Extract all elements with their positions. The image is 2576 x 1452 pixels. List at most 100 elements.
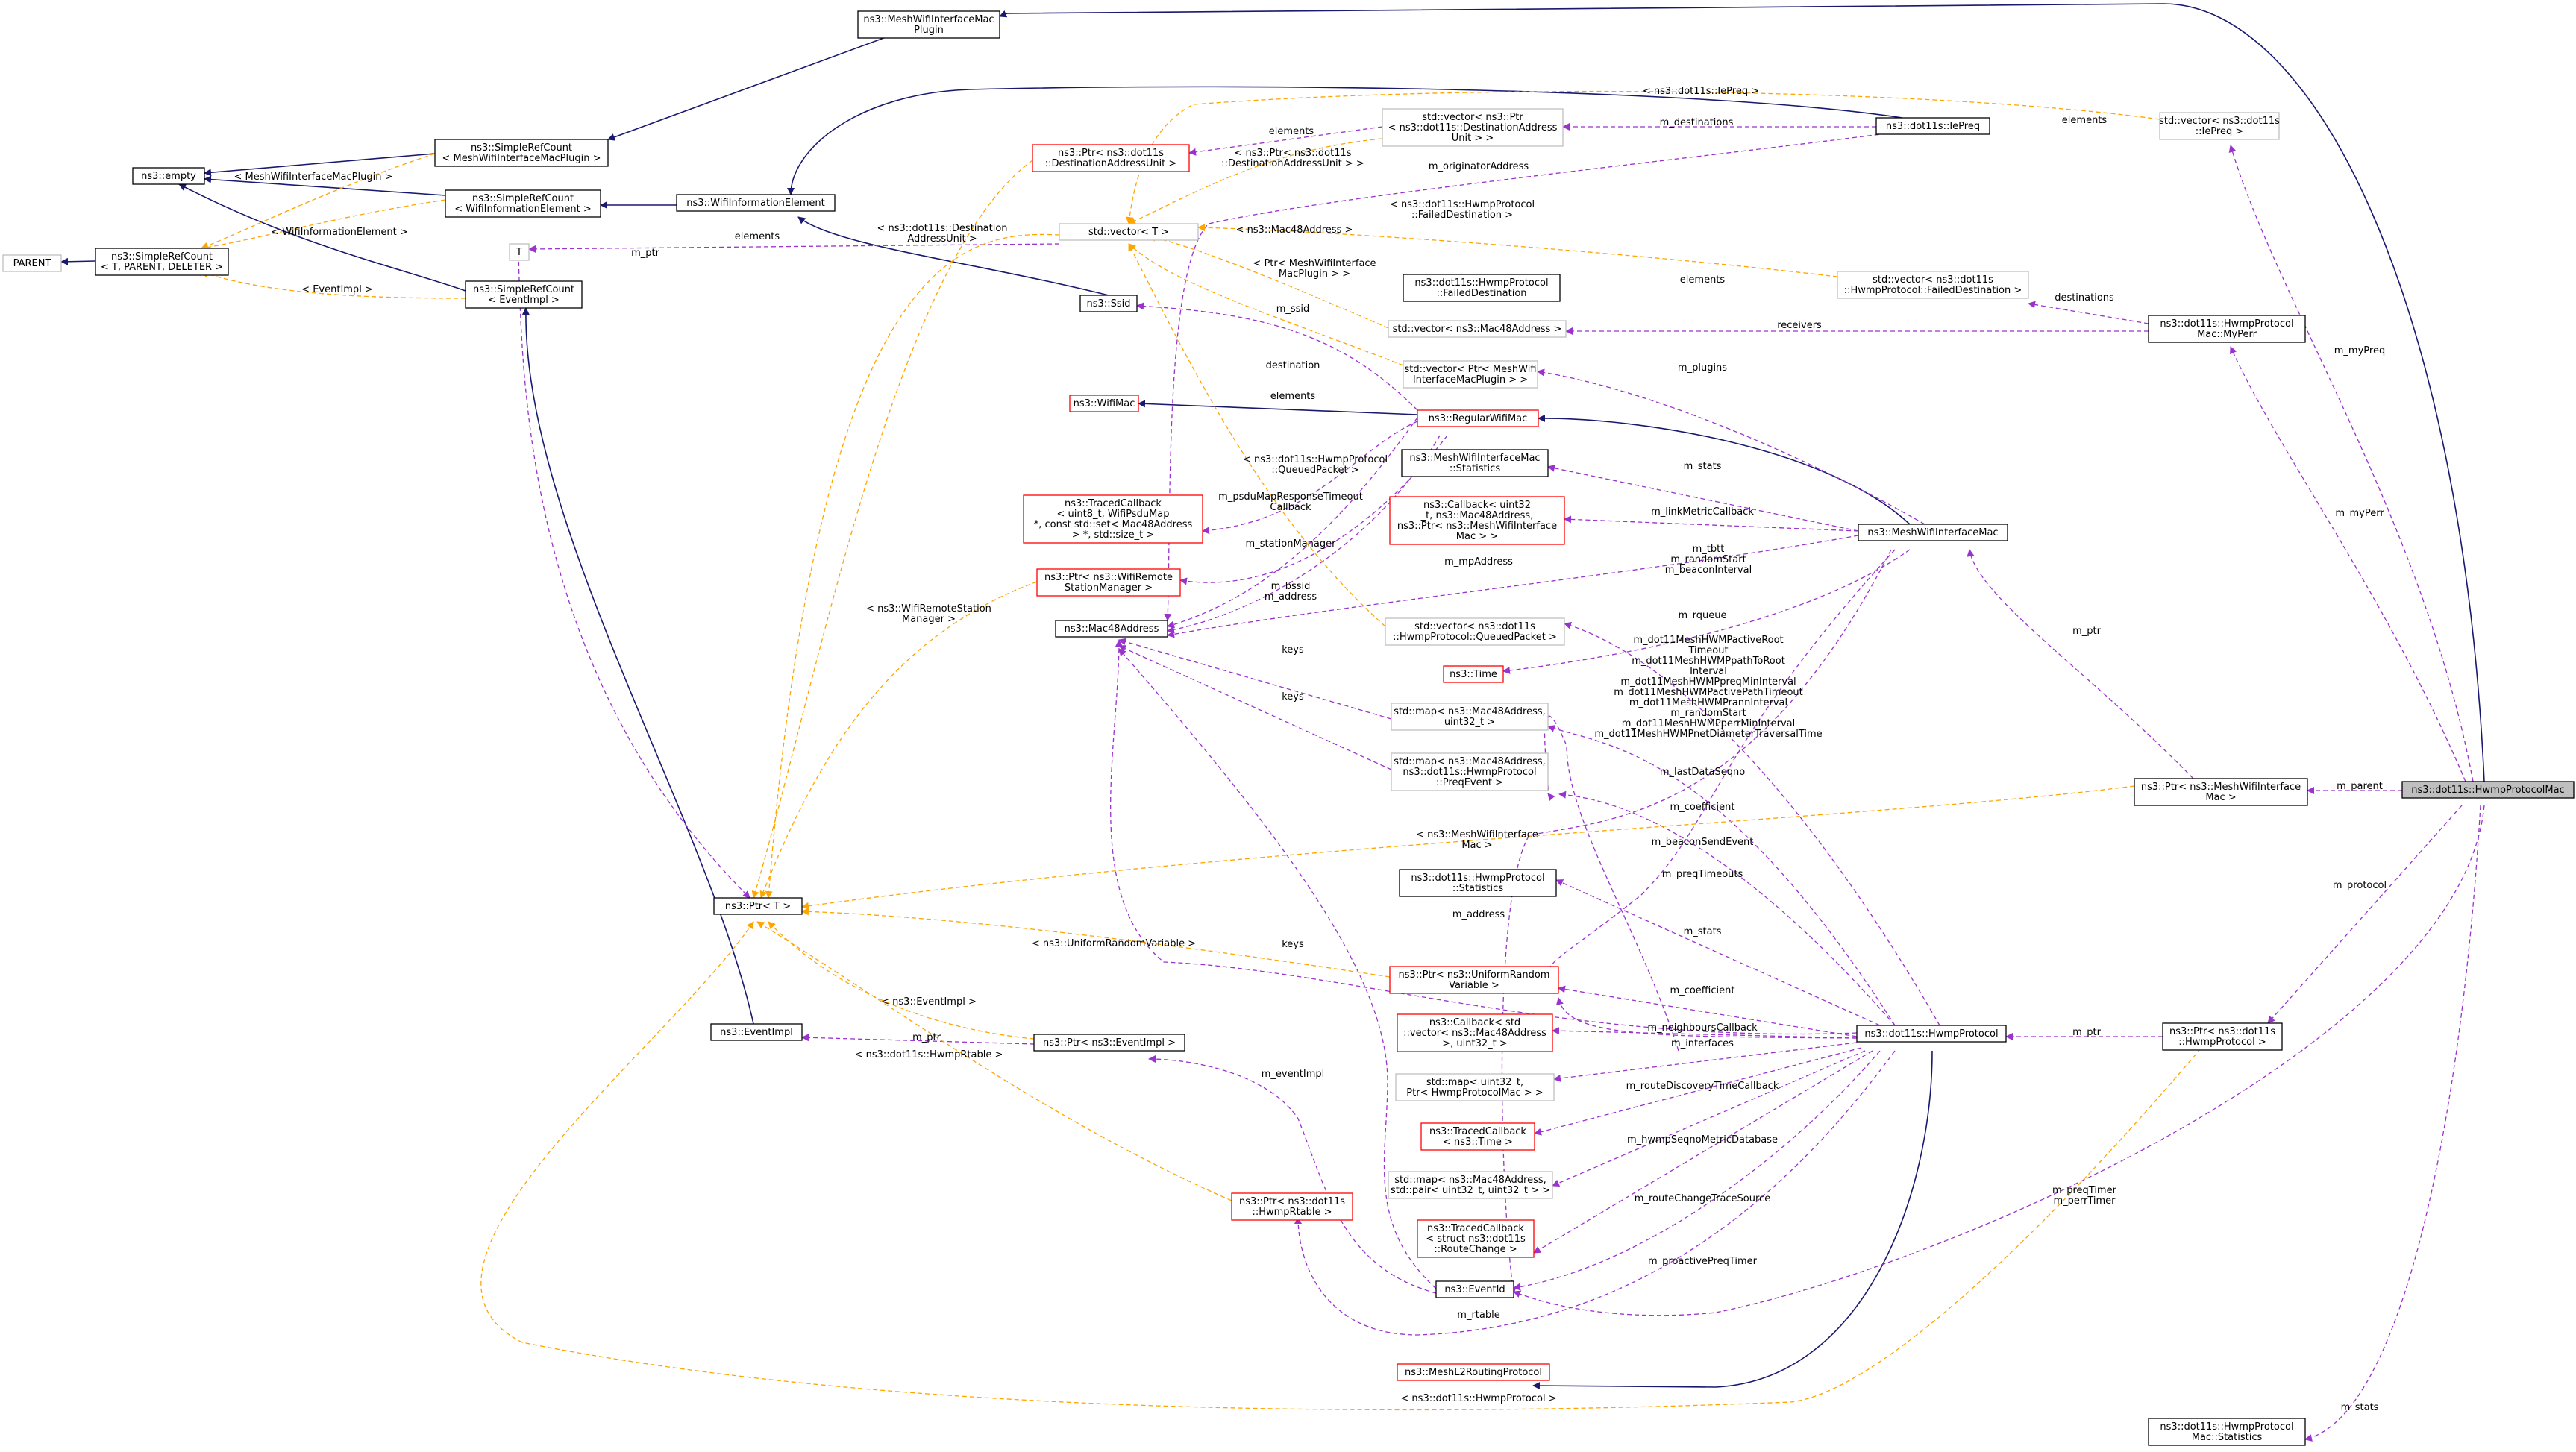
node-vecQueued[interactable]: std::vector< ns3::dot11s::HwmpProtocol::… xyxy=(1385,617,1565,646)
node-ptrT[interactable]: ns3::Ptr< T > xyxy=(713,897,803,915)
node-label-wifimac: ns3::WifiMac xyxy=(1074,398,1135,409)
node-label-protocolmac: ns3::dot11s::HwmpProtocolMac xyxy=(2411,785,2564,796)
node-wifimac[interactable]: ns3::WifiMac xyxy=(1069,395,1139,412)
node-empty[interactable]: ns3::empty xyxy=(132,167,205,185)
node-cbNeigh[interactable]: ns3::Callback< std::vector< ns3::Mac48Ad… xyxy=(1397,1013,1553,1052)
node-label-cbLink: ns3::Ptr< ns3::MeshWifiInterface xyxy=(1397,521,1557,532)
node-srcEvent[interactable]: ns3::SimpleRefCount< EventImpl > xyxy=(465,280,583,309)
node-wie[interactable]: ns3::WifiInformationElement xyxy=(676,194,836,212)
node-label-meshmac: ns3::MeshWifiInterfaceMac xyxy=(1867,527,1998,538)
edge-label-m_myPerr: m_myPerr xyxy=(2335,508,2384,519)
node-srcT[interactable]: ns3::SimpleRefCount< T, PARENT, DELETER … xyxy=(95,248,229,276)
node-tracedTime[interactable]: ns3::TracedCallback< ns3::Time > xyxy=(1420,1122,1535,1151)
node-box-protocolmac xyxy=(2401,781,2575,799)
node-srcWie[interactable]: ns3::SimpleRefCount< WifiInformationElem… xyxy=(445,189,601,218)
edge-15 xyxy=(1164,126,1939,621)
edge-56 xyxy=(801,1034,1035,1045)
node-mapU32[interactable]: std::map< ns3::Mac48Address,uint32_t > xyxy=(1391,703,1549,731)
edge-24 xyxy=(1547,464,1859,532)
node-label-srcT: < T, PARENT, DELETER > xyxy=(101,262,223,273)
node-vecT[interactable]: std::vector< T > xyxy=(1059,223,1199,241)
edge-layer xyxy=(60,3,2485,1442)
edge-59 xyxy=(518,254,750,899)
node-label-plugin: ns3::MeshWifiInterfaceMac xyxy=(863,14,994,25)
node-T[interactable]: T xyxy=(509,243,530,261)
edge-label-plugin_tpl: MacPlugin > > xyxy=(1279,268,1350,280)
node-ptrMeshMac[interactable]: ns3::Ptr< ns3::MeshWifiInterfaceMac > xyxy=(2134,778,2308,806)
node-ptrRtable[interactable]: ns3::Ptr< ns3::dot11s::HwmpRtable > xyxy=(1231,1192,1353,1221)
node-box-iepreq xyxy=(1875,117,1990,135)
node-traced[interactable]: ns3::TracedCallback< uint8_t, WifiPsduMa… xyxy=(1023,494,1203,544)
node-hwmpstats[interactable]: ns3::dot11s::HwmpProtocol::Statistics xyxy=(1399,869,1557,897)
edge-23 xyxy=(1537,368,1925,525)
node-label-l2: ns3::MeshL2RoutingProtocol xyxy=(1405,1367,1542,1378)
node-ptrHwmp[interactable]: ns3::Ptr< ns3::dot11s::HwmpProtocol > xyxy=(2162,1022,2283,1051)
node-label-mapU32: uint32_t > xyxy=(1444,717,1495,728)
node-ptrUrv[interactable]: ns3::Ptr< ns3::UniformRandomVariable > xyxy=(1389,966,1559,994)
node-time[interactable]: ns3::Time xyxy=(1443,665,1504,683)
node-label-macstats2: ns3::dot11s::HwmpProtocol xyxy=(2160,1421,2293,1433)
node-box-srcWie xyxy=(445,189,601,218)
node-ptrDau[interactable]: ns3::Ptr< ns3::dot11s::DestinationAddres… xyxy=(1032,144,1190,172)
edge-label-m_originatorAddress: m_originatorAddress xyxy=(1429,161,1529,172)
node-vecIePreq[interactable]: std::vector< ns3::dot11s::IePreq > xyxy=(2159,112,2280,140)
node-box-eventimpl xyxy=(710,1023,803,1041)
node-eventid[interactable]: ns3::EventId xyxy=(1435,1280,1514,1298)
edge-label-queued_tpl: < ns3::dot11s::HwmpProtocol xyxy=(1243,454,1388,465)
node-box-plugin xyxy=(857,10,1000,39)
node-hwmp[interactable]: ns3::dot11s::HwmpProtocol xyxy=(1856,1025,2007,1043)
edge-54 xyxy=(1118,638,1392,720)
node-label-mapPreq: ns3::dot11s::HwmpProtocol xyxy=(1403,767,1536,778)
node-mapIfaces[interactable]: std::map< uint32_t,Ptr< HwmpProtocolMac … xyxy=(1395,1073,1555,1101)
edge-label-ie_preq_top: < ns3::dot11s::IePreq > xyxy=(1643,86,1759,97)
node-protocolmac[interactable]: ns3::dot11s::HwmpProtocolMac xyxy=(2401,781,2575,799)
edge-label-layer: < ns3::dot11s::IePreq >< MeshWifiInterfa… xyxy=(234,86,2387,1413)
edge-7 xyxy=(178,183,466,292)
node-vecPtrDau[interactable]: std::vector< ns3::Ptr< ns3::dot11s::Dest… xyxy=(1382,108,1564,147)
node-cbLink[interactable]: ns3::Callback< uint32_t, ns3::Mac48Addre… xyxy=(1389,496,1565,545)
edge-42 xyxy=(1555,879,1881,1026)
node-regular[interactable]: ns3::RegularWifiMac xyxy=(1417,409,1539,427)
edge-0 xyxy=(999,3,2485,782)
node-mac48[interactable]: ns3::Mac48Address xyxy=(1055,620,1168,638)
node-l2[interactable]: ns3::MeshL2RoutingProtocol xyxy=(1397,1363,1550,1381)
node-vecPlugins[interactable]: std::vector< Ptr< MeshWifiInterfaceMacPl… xyxy=(1403,360,1538,389)
node-failed[interactable]: ns3::dot11s::HwmpProtocol::FailedDestina… xyxy=(1403,274,1561,302)
node-box-vecQueued xyxy=(1385,617,1565,646)
node-plugin[interactable]: ns3::MeshWifiInterfaceMacPlugin xyxy=(857,10,1000,39)
node-macstats[interactable]: ns3::MeshWifiInterfaceMac::Statistics xyxy=(1401,449,1549,477)
node-label-srcEvent: ns3::SimpleRefCount xyxy=(473,284,574,295)
edge-label-rtable_tpl: < ns3::dot11s::HwmpRtable > xyxy=(855,1049,1003,1060)
edge-label-queued_tpl: ::QueuedPacket > xyxy=(1271,465,1358,476)
edge-label-hwmp_timers: m_dot11MeshHWMPnetDiameterTraversalTime xyxy=(1594,729,1822,740)
node-srcPlugin[interactable]: ns3::SimpleRefCount< MeshWifiInterfaceMa… xyxy=(434,139,609,167)
node-eventimpl[interactable]: ns3::EventImpl xyxy=(710,1023,803,1041)
edge-label-m_proactivePreqTimer: m_proactivePreqTimer xyxy=(1648,1256,1758,1267)
node-meshmac[interactable]: ns3::MeshWifiInterfaceMac xyxy=(1858,524,2008,541)
node-iepreq[interactable]: ns3::dot11s::IePreq xyxy=(1875,117,1990,135)
node-ptrEvent[interactable]: ns3::Ptr< ns3::EventImpl > xyxy=(1033,1034,1185,1052)
node-label-vecQueued: ::HwmpProtocol::QueuedPacket > xyxy=(1393,632,1557,643)
edge-48 xyxy=(1533,1050,1873,1254)
edge-label-m_bssid: m_bssid xyxy=(1271,581,1311,592)
node-label-ptrMeshMac: Mac > xyxy=(2205,792,2236,803)
node-macstats2[interactable]: ns3::dot11s::HwmpProtocolMac::Statistics xyxy=(2148,1418,2306,1446)
node-myperr[interactable]: ns3::dot11s::HwmpProtocolMac::MyPerr xyxy=(2148,315,2306,343)
edge-label-m_address: m_address xyxy=(1452,909,1505,920)
node-label-failed: ns3::dot11s::HwmpProtocol xyxy=(1414,277,1548,289)
node-tracedRoute[interactable]: ns3::TracedCallback< struct ns3::dot11s:… xyxy=(1417,1219,1535,1258)
node-mapPair[interactable]: std::map< ns3::Mac48Address,std::pair< u… xyxy=(1388,1171,1553,1199)
edge-57 xyxy=(528,243,1060,253)
node-label-srcWie: < WifiInformationElement > xyxy=(454,204,592,215)
node-ptrStation[interactable]: ns3::Ptr< ns3::WifiRemoteStationManager … xyxy=(1036,568,1181,597)
node-label-vecPtrDau: < ns3::dot11s::DestinationAddress xyxy=(1388,122,1558,133)
node-parent[interactable]: PARENT xyxy=(2,254,62,272)
node-vecMac48[interactable]: std::vector< ns3::Mac48Address > xyxy=(1388,320,1567,338)
node-label-traced: < uint8_t, WifiPsduMap xyxy=(1056,509,1169,520)
node-box-ptrDau xyxy=(1032,144,1190,172)
node-vecFailed[interactable]: std::vector< ns3::dot11s::HwmpProtocol::… xyxy=(1837,271,2029,299)
edge-label-elements_failed: elements xyxy=(1680,274,1726,286)
node-mapPreq[interactable]: std::map< ns3::Mac48Address,ns3::dot11s:… xyxy=(1391,752,1549,791)
node-ssid[interactable]: ns3::Ssid xyxy=(1079,295,1138,312)
node-box-macstats2 xyxy=(2148,1418,2306,1446)
